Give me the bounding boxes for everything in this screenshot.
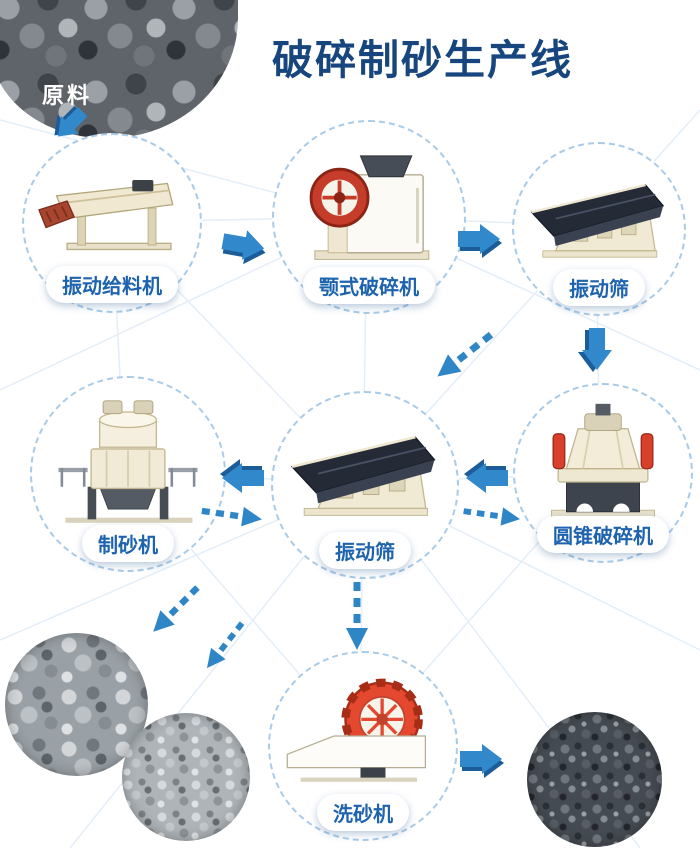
flow-arrow-cone-to-screen [464, 459, 508, 493]
page-title: 破碎制砂生产线 [272, 37, 573, 83]
node-jaw-crusher: 颚式破碎机 [272, 120, 466, 314]
node-sand-washer: 洗砂机 [268, 651, 458, 841]
vibrating-screen-top-label: 振动筛 [553, 269, 645, 306]
dashed-arrow-screen-top-to-screen-mid [437, 331, 494, 377]
sand-washer-image [286, 678, 427, 782]
flow-arrow-feeder-to-jaw [221, 230, 266, 265]
vibrating-feeder-label: 振动给料机 [46, 266, 178, 303]
vibrating-screen-mid-label: 振动筛 [319, 532, 411, 569]
cone-crusher-label: 圆锥破碎机 [537, 516, 669, 553]
sand-maker-label: 制砂机 [82, 525, 174, 562]
vibrating-screen-image [530, 183, 665, 258]
dashed-arrow-sandmaker-to-fine [206, 621, 245, 669]
sand-maker-image [58, 400, 198, 524]
raw-material-label: 原料 [42, 83, 93, 108]
node-vibrating-feeder: 振动给料机 [22, 133, 202, 313]
jaw-crusher-label: 颚式破碎机 [303, 267, 435, 304]
vibrating-screen-image [290, 435, 436, 516]
jaw-crusher-image [309, 154, 430, 260]
dashed-arrow-screen-to-washer [346, 582, 368, 650]
sand-washer-label: 洗砂机 [317, 794, 409, 831]
flow-arrow-raw-to-feeder [54, 105, 88, 137]
node-vibrating-screen-top: 振动筛 [512, 142, 686, 316]
dashed-arrow-screen-to-cone [463, 507, 521, 526]
dashed-arrow-sandmaker-to-coarse [153, 585, 200, 632]
node-sand-maker: 制砂机 [30, 376, 226, 572]
flow-arrow-screen-to-cone [578, 328, 612, 372]
vibrating-feeder-image [38, 180, 174, 251]
node-vibrating-screen-mid: 振动筛 [271, 391, 459, 579]
cone-crusher-image [551, 404, 655, 518]
node-cone-crusher: 圆锥破碎机 [513, 383, 693, 563]
flow-arrow-screen-to-sandmaker [220, 459, 264, 493]
dashed-arrow-sandmaker-to-screen [201, 506, 262, 527]
washed-sand-photo [527, 712, 662, 847]
flow-arrow-washer-to-sand [460, 744, 504, 778]
flow-arrow-jaw-to-screen [458, 224, 502, 258]
fine-aggregate-photo [122, 713, 250, 841]
coarse-aggregate-photo [5, 633, 148, 776]
